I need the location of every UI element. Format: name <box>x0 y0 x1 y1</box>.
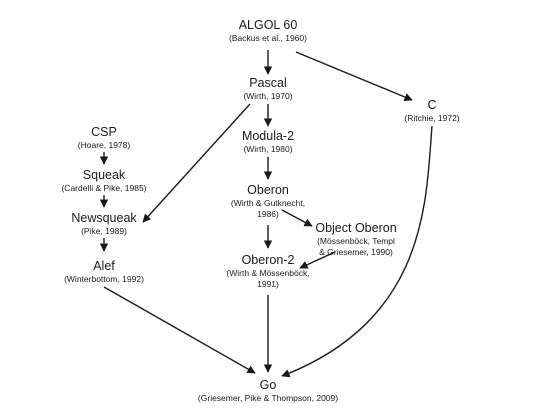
node-citation: (Wirth, 1970) <box>243 91 293 101</box>
node-citation: (Hoare, 1978) <box>77 140 131 150</box>
node-go: Go (Griesemer, Pike & Thompson, 2009) <box>198 378 338 404</box>
node-citation: (Wirth, 1980) <box>243 144 293 154</box>
node-citation: (Pike, 1989) <box>81 226 127 236</box>
node-name: Alef <box>93 259 115 273</box>
node-pascal: Pascal (Wirth, 1970) <box>243 76 292 102</box>
node-citation: 1986) <box>257 208 279 219</box>
node-citation: (Griesemer, Pike & Thompson, 2009) <box>197 393 339 403</box>
node-oberon2: Oberon-2 (Wirth & Mössenböck, 1991) <box>226 253 309 289</box>
edge-alef-go <box>103 286 256 374</box>
node-citation: & Griesemer, 1990) <box>319 246 393 257</box>
node-name: C <box>427 98 437 112</box>
node-citation: (Wirth & Mössenböck, <box>226 268 310 278</box>
node-name: Newsqueak <box>71 211 137 225</box>
node-citation: (Wirth & Gutknecht, <box>230 198 306 208</box>
node-name: Object Oberon <box>315 221 397 235</box>
node-citation: (Mössenböck, Templ <box>317 236 395 246</box>
node-object-oberon: Object Oberon (Mössenböck, Templ & Gries… <box>315 221 396 257</box>
edge-objectoberon-oberon2 <box>299 251 336 269</box>
node-modula2: Modula-2 (Wirth, 1980) <box>242 129 294 155</box>
node-oberon: Oberon (Wirth & Gutknecht, 1986) <box>231 183 305 219</box>
node-alef: Alef (Winterbottom, 1992) <box>64 259 144 285</box>
node-name: Oberon <box>247 183 289 197</box>
node-name: CSP <box>91 125 117 139</box>
node-name: Go <box>259 378 277 392</box>
node-name: ALGOL 60 <box>238 18 298 32</box>
node-name: Pascal <box>249 76 287 90</box>
node-c: C (Ritchie, 1972) <box>404 98 459 124</box>
node-citation: (Cardelli & Pike, 1985) <box>61 183 147 193</box>
node-citation: 1991) <box>257 278 279 289</box>
node-citation: (Winterbottom, 1992) <box>64 274 144 284</box>
node-name: Squeak <box>82 168 126 182</box>
node-algol60: ALGOL 60 (Backus et al., 1960) <box>229 18 307 44</box>
node-citation: (Ritchie, 1972) <box>404 113 460 123</box>
edge-pascal-newsqueak <box>142 103 251 223</box>
node-newsqueak: Newsqueak (Pike, 1989) <box>71 211 136 237</box>
node-citation: (Backus et al., 1960) <box>229 33 307 43</box>
edge-c-go <box>281 125 433 378</box>
node-name: Oberon-2 <box>241 253 295 267</box>
node-csp: CSP (Hoare, 1978) <box>78 125 130 151</box>
edge-algol-c <box>295 51 413 101</box>
node-squeak: Squeak (Cardelli & Pike, 1985) <box>61 168 146 194</box>
node-name: Modula-2 <box>241 129 295 143</box>
edge-oberon-objectoberon <box>281 209 313 227</box>
